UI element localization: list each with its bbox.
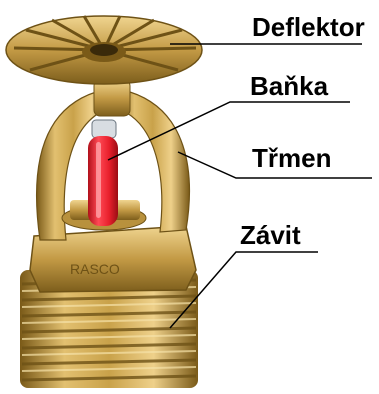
label-banka: Baňka [250,73,328,99]
glass-bulb [88,120,118,226]
label-zavit: Závit [240,222,301,248]
label-trmen: Třmen [252,145,331,171]
label-deflektor: Deflektor [252,14,365,40]
rasco-stamp: RASCO [70,261,120,277]
deflector [6,16,202,84]
